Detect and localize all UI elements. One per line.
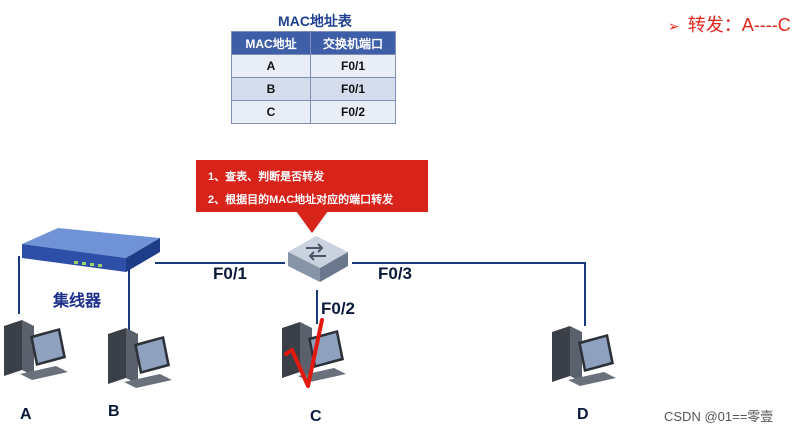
table-cell-port: F0/1 — [310, 54, 396, 78]
link-hub-a — [18, 256, 20, 314]
forward-note-text: 转发：A----C — [687, 15, 791, 35]
pc-label-c: C — [310, 408, 322, 425]
link-f02 — [316, 290, 318, 324]
computer-a-icon — [4, 320, 68, 380]
mac-address-table: MAC地址 交换机端口 A F0/1 B F0/1 C F0/2 — [231, 31, 396, 124]
table-row: B F0/1 — [231, 77, 396, 101]
mac-table-title: MAC地址表 — [278, 13, 352, 29]
forward-note: ➢ 转发：A----C — [668, 11, 791, 37]
table-header-mac: MAC地址 — [231, 31, 311, 55]
link-hub-b — [128, 256, 130, 332]
table-header-port: 交换机端口 — [310, 31, 396, 55]
switch-device-icon — [288, 236, 348, 282]
hub-device-icon — [22, 228, 160, 272]
table-row: C F0/2 — [231, 100, 396, 124]
callout-pointer — [296, 211, 328, 233]
table-cell-mac: C — [231, 100, 311, 124]
port-label-f03: F0/3 — [378, 264, 413, 283]
watermark: CSDN @01==零壹 — [664, 409, 774, 424]
callout-line-2: 2、根据目的MAC地址对应的端口转发 — [208, 194, 394, 206]
port-label-f02: F0/2 — [321, 299, 356, 318]
callout-box: 1、查表、判断是否转发 2、根据目的MAC地址对应的端口转发 — [196, 160, 428, 212]
computer-d-icon — [552, 326, 616, 386]
computer-b-icon — [108, 328, 172, 388]
table-row: A F0/1 — [231, 54, 396, 78]
pc-label-a: A — [20, 406, 32, 423]
pc-label-d: D — [577, 406, 589, 423]
red-checkmark-icon — [284, 318, 324, 388]
bullet-arrow-icon: ➢ — [668, 18, 680, 34]
table-cell-port: F0/1 — [310, 77, 396, 101]
callout-line-1: 1、查表、判断是否转发 — [208, 171, 325, 183]
link-switch-d — [584, 262, 586, 326]
port-label-f01: F0/1 — [213, 264, 248, 283]
table-cell-port: F0/2 — [310, 100, 396, 124]
link-f01 — [155, 262, 285, 264]
hub-label: 集线器 — [53, 293, 102, 310]
pc-label-b: B — [108, 403, 120, 420]
table-header-row: MAC地址 交换机端口 — [231, 31, 396, 55]
link-f03 — [352, 262, 585, 264]
table-cell-mac: A — [231, 54, 311, 78]
table-cell-mac: B — [231, 77, 311, 101]
